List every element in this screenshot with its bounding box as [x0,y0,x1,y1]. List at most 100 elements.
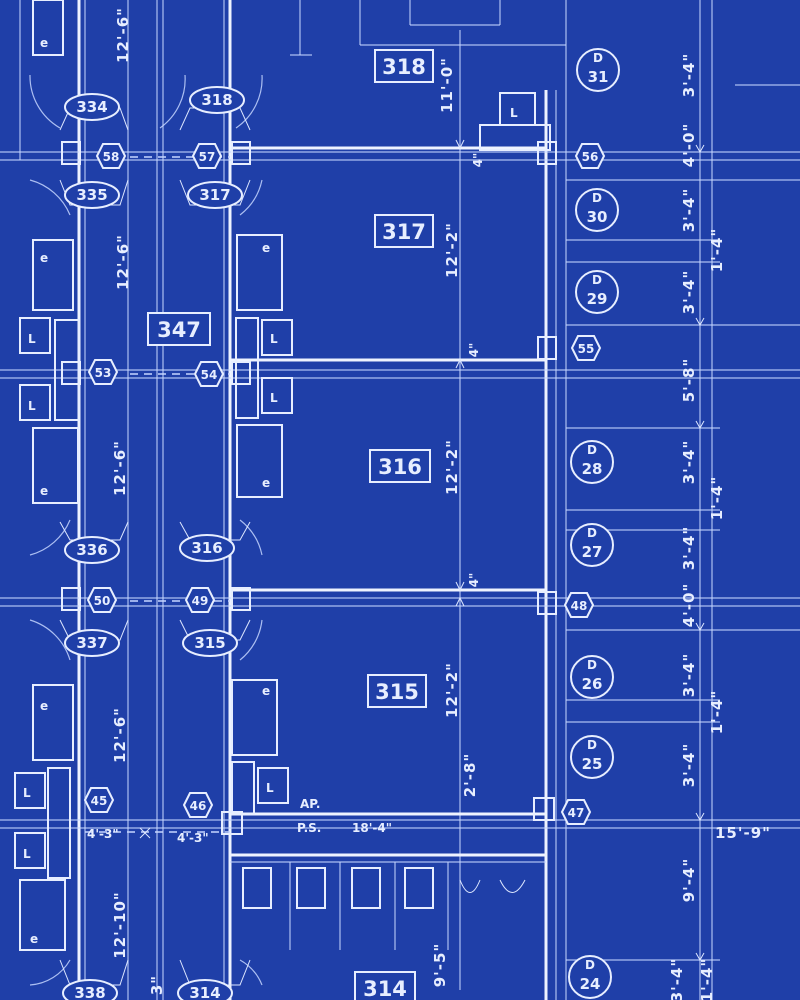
detail-tag-d30: D30 [575,188,619,232]
dim-4-3-b: 4'-3" [177,831,209,845]
dim-18-4: 18'-4" [352,821,392,835]
svg-text:D: D [593,51,603,65]
svg-text:53: 53 [95,366,112,380]
dim-4-3-a: 4'-3" [87,827,119,841]
dim-1-4-a: 1'-4" [708,228,726,273]
column-tags: 58 57 56 53 54 55 50 49 48 45 46 47 [83,143,606,825]
detail-tag-d26: D26 [570,655,614,699]
svg-text:29: 29 [587,290,608,308]
svg-text:58: 58 [103,150,120,164]
room-347: 347 [147,312,211,346]
wall-lines [19,0,713,1000]
svg-text:315: 315 [194,634,225,652]
door-swings [29,74,526,986]
room-labels: 318 317 316 315 314 347 [147,49,434,1000]
dim-9-5: 9'-5" [431,943,449,988]
dim-12-10: 12'-10" [111,891,129,958]
svg-text:D: D [587,738,597,752]
dim-12-6-c: 12'-6" [111,440,129,496]
door-tag-334: 334 [64,93,120,121]
svg-text:e: e [40,699,48,713]
svg-text:314: 314 [189,984,220,1000]
door-tag-336: 336 [64,536,120,564]
column-tag-53: 53 [87,359,119,385]
svg-text:D: D [587,443,597,457]
svg-text:e: e [30,932,38,946]
door-tag-315: 315 [182,629,238,657]
column-tag-49: 49 [184,587,216,613]
dim-4-0-b: 4'-0" [680,583,698,628]
svg-text:315: 315 [375,680,419,704]
column-tag-48: 48 [563,592,595,618]
fixture-e-3: e [32,427,79,504]
dim-12-2-a: 12'-2" [443,222,461,278]
fixture-L-2: L [19,384,51,421]
detail-tag-d24: D24 [568,955,612,999]
svg-text:335: 335 [76,186,107,204]
dim-1-4-b: 1'-4" [708,476,726,521]
fixture-L-4: L [14,832,46,869]
fixture-L-7: L [257,767,289,804]
column-tag-46: 46 [182,792,214,818]
door-tag-316: 316 [179,534,235,562]
fixture-L-3: L [14,772,46,809]
fixture-L-6: L [261,377,293,414]
svg-text:D: D [587,658,597,672]
svg-text:49: 49 [192,594,209,608]
door-tag-314: 314 [177,979,233,1000]
fixture-e-8: e [231,679,278,756]
door-tag-335: 335 [64,181,120,209]
svg-text:334: 334 [76,98,107,116]
svg-text:L: L [28,399,36,413]
svg-text:e: e [262,684,270,698]
dim-12-6-a: 12'-6" [114,7,132,63]
dim-3-4-d: 3'-4" [680,526,698,571]
fixture-e-1: e [32,0,64,56]
partition-lines [0,0,800,961]
svg-text:48: 48 [571,599,588,613]
svg-text:316: 316 [378,455,422,479]
svg-text:46: 46 [190,799,207,813]
column-tag-57: 57 [191,143,223,169]
svg-text:316: 316 [191,539,222,557]
ps-label: P.S. [297,821,321,835]
svg-text:336: 336 [76,541,107,559]
dim-2-8: 2'-8" [461,753,479,798]
svg-text:56: 56 [582,150,599,164]
svg-text:318: 318 [382,55,426,79]
column-tag-54: 54 [193,361,225,387]
fixtures: e e L L e e L L e e L L e e L L [14,0,557,951]
dim-4-b: 4" [467,343,481,358]
dim-11-0: 11'-0" [438,57,456,113]
svg-text:54: 54 [201,368,218,382]
svg-text:47: 47 [568,806,585,820]
detail-tags: D31 D30 D29 D28 D27 D26 D25 D24 [568,48,620,999]
dim-5-8: 5'-8" [680,358,698,403]
detail-tag-d31: D 31 [576,48,620,92]
fixture-e-4: e [32,684,74,761]
door-tag-318: 318 [189,86,245,114]
svg-text:L: L [28,332,36,346]
svg-text:D: D [592,273,602,287]
svg-text:D: D [592,191,602,205]
room-318: 318 [374,49,434,83]
svg-text:L: L [270,391,278,405]
svg-text:e: e [40,484,48,498]
ap-label: AP. [300,797,320,811]
column-tag-56: 56 [574,143,606,169]
dim-3-4-b: 3'-4" [680,270,698,315]
svg-text:24: 24 [580,975,601,993]
room-317: 317 [374,214,434,248]
svg-text:25: 25 [582,755,603,773]
column-tag-58: 58 [95,143,127,169]
dim-12-6-d: 12'-6" [111,707,129,763]
dim-3-4-c: 3'-4" [680,440,698,485]
dim-3-4-a: 3'-4" [680,188,698,233]
svg-text:31: 31 [588,68,609,86]
svg-text:314: 314 [363,977,407,1000]
dim-3-4-e: 3'-4" [680,653,698,698]
door-tag-317: 317 [187,181,243,209]
svg-text:317: 317 [382,220,426,244]
svg-text:57: 57 [199,150,216,164]
fixture-e-5: e [19,879,66,951]
